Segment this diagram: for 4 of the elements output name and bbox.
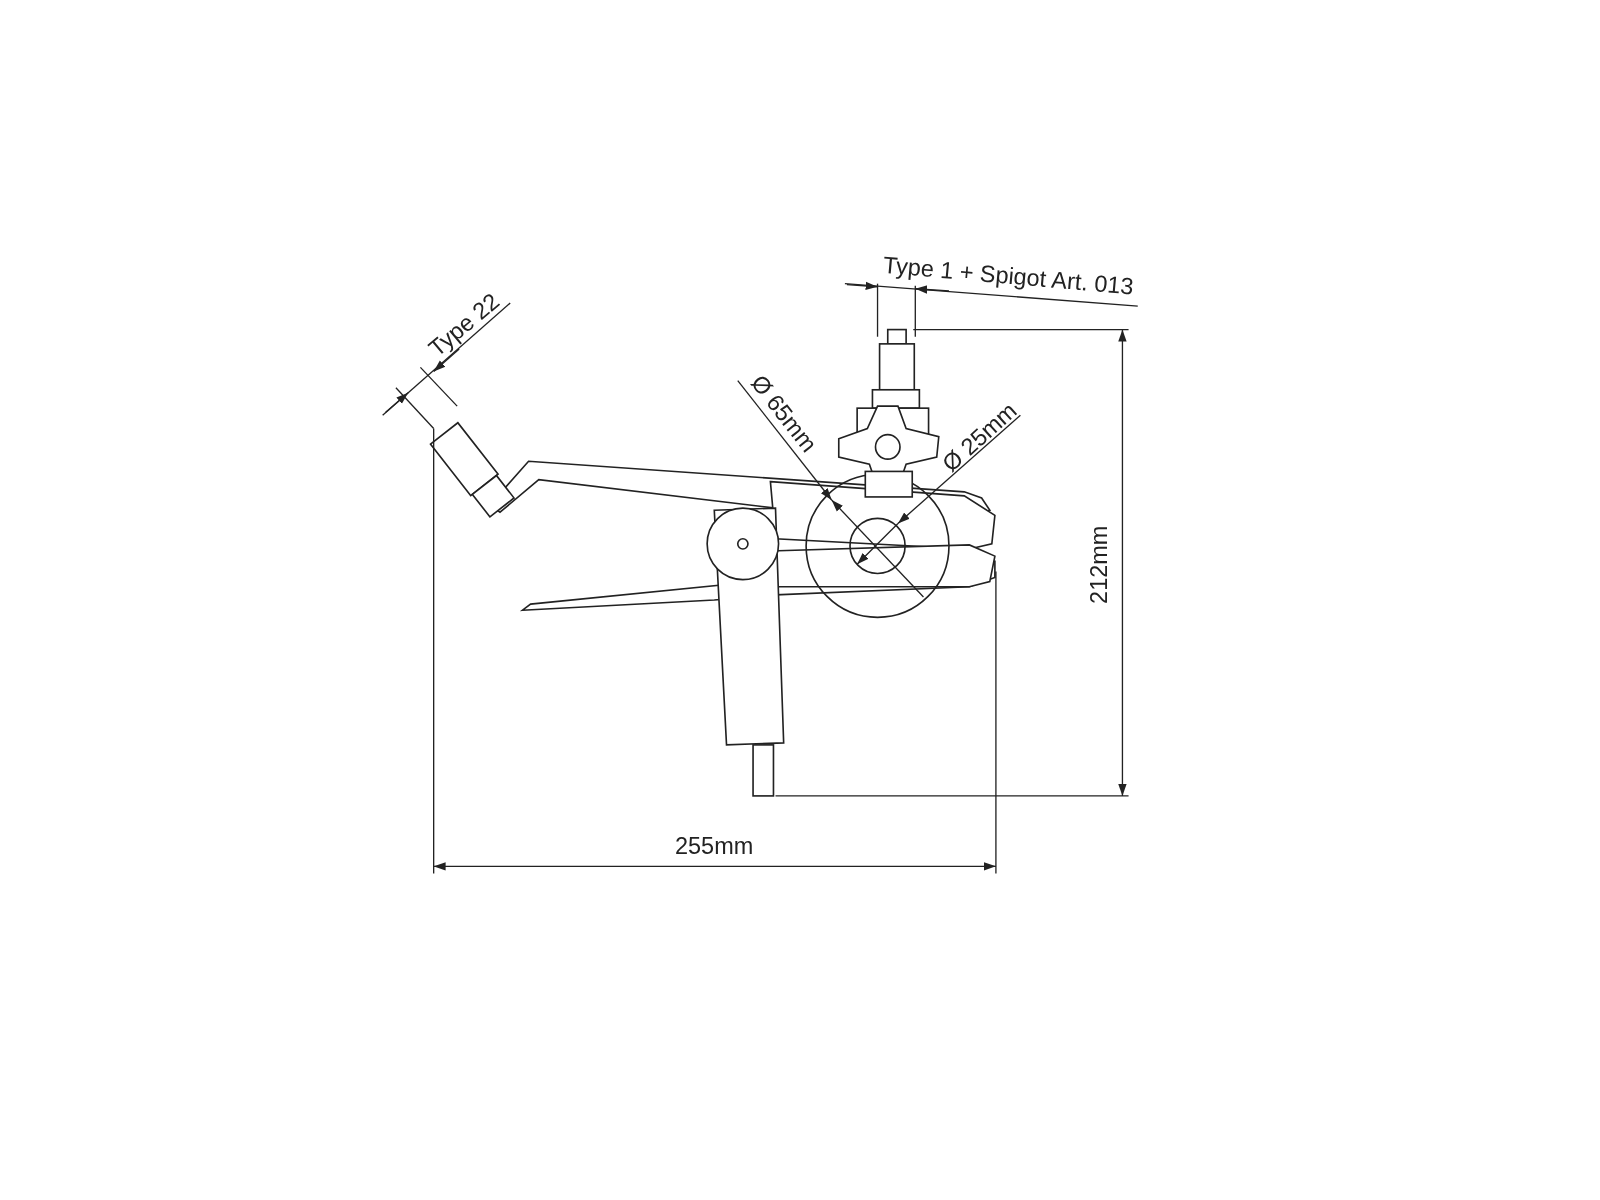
dimension-label: 255mm [675,834,754,858]
dimension-label: 212mm [1087,525,1111,604]
dimension-label: Type 1 + Spigot Art. 013 [882,252,1135,299]
dimension-label: Type 22 [424,288,504,361]
